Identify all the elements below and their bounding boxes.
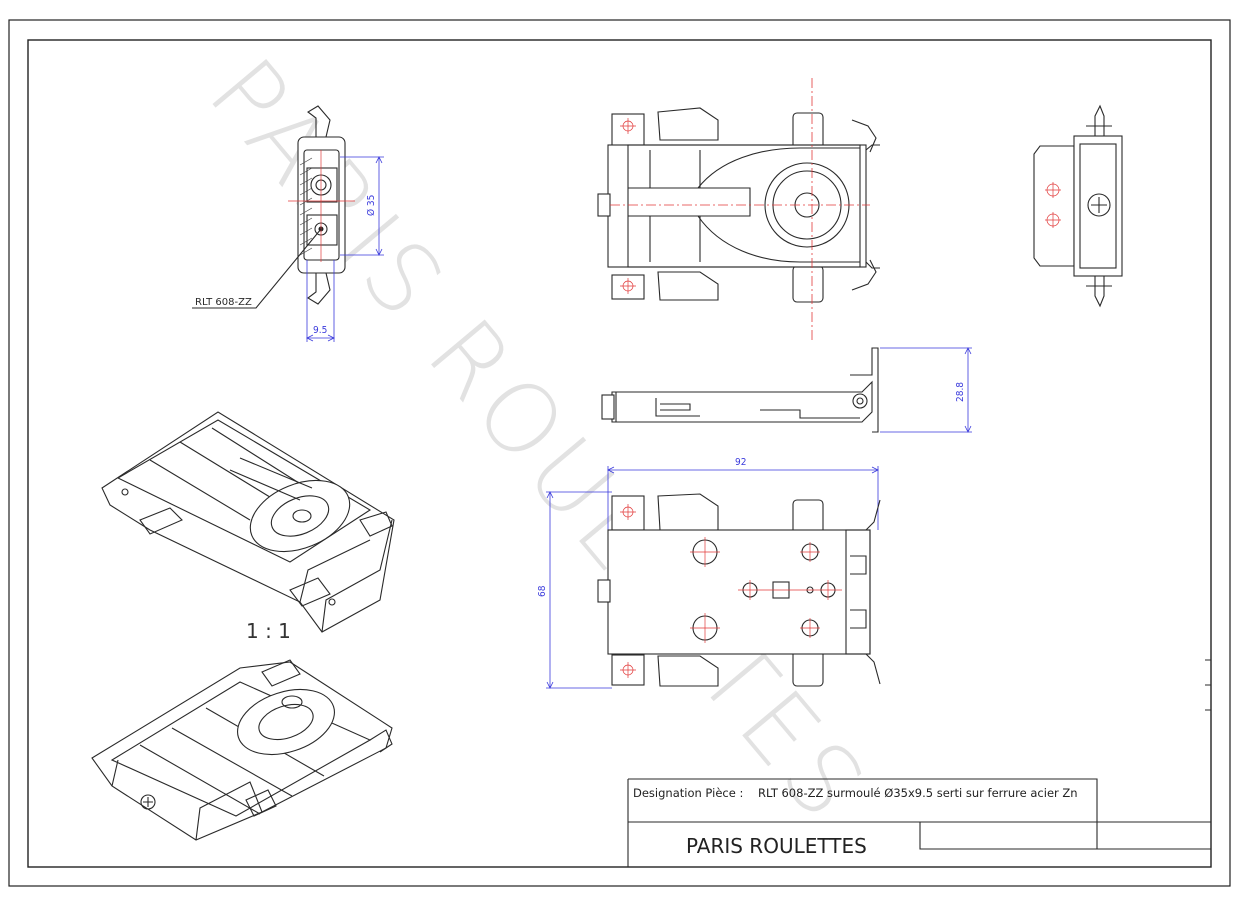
dim-width: 9.5 <box>313 325 327 336</box>
designation-label: Designation Pièce : <box>633 786 743 800</box>
top-view <box>597 78 880 342</box>
isometric-view-1 <box>101 411 395 633</box>
part-label: RLT 608-ZZ <box>195 297 252 308</box>
outer-frame <box>8 19 1231 887</box>
side-view-narrow: Ø 35 9.5 RLT 608-ZZ <box>192 105 384 342</box>
dim-depth: 68 <box>537 585 548 597</box>
isometric-view-2 <box>91 659 393 841</box>
dim-length: 92 <box>735 457 746 468</box>
company-name: PARIS ROULETTES <box>686 834 867 858</box>
inner-frame <box>27 39 1212 868</box>
dim-height-side: 28.8 <box>955 382 966 402</box>
dim-diameter: Ø 35 <box>365 195 377 216</box>
designation-value: RLT 608-ZZ surmoulé Ø35x9.5 serti sur fe… <box>758 786 1078 800</box>
side-elevation: 28.8 <box>601 347 972 433</box>
title-block: Designation Pièce : RLT 608-ZZ surmoulé … <box>627 659 1211 867</box>
end-view <box>1033 104 1123 308</box>
bottom-view: 92 68 <box>537 457 881 689</box>
scale-label: 1 : 1 <box>246 619 291 643</box>
